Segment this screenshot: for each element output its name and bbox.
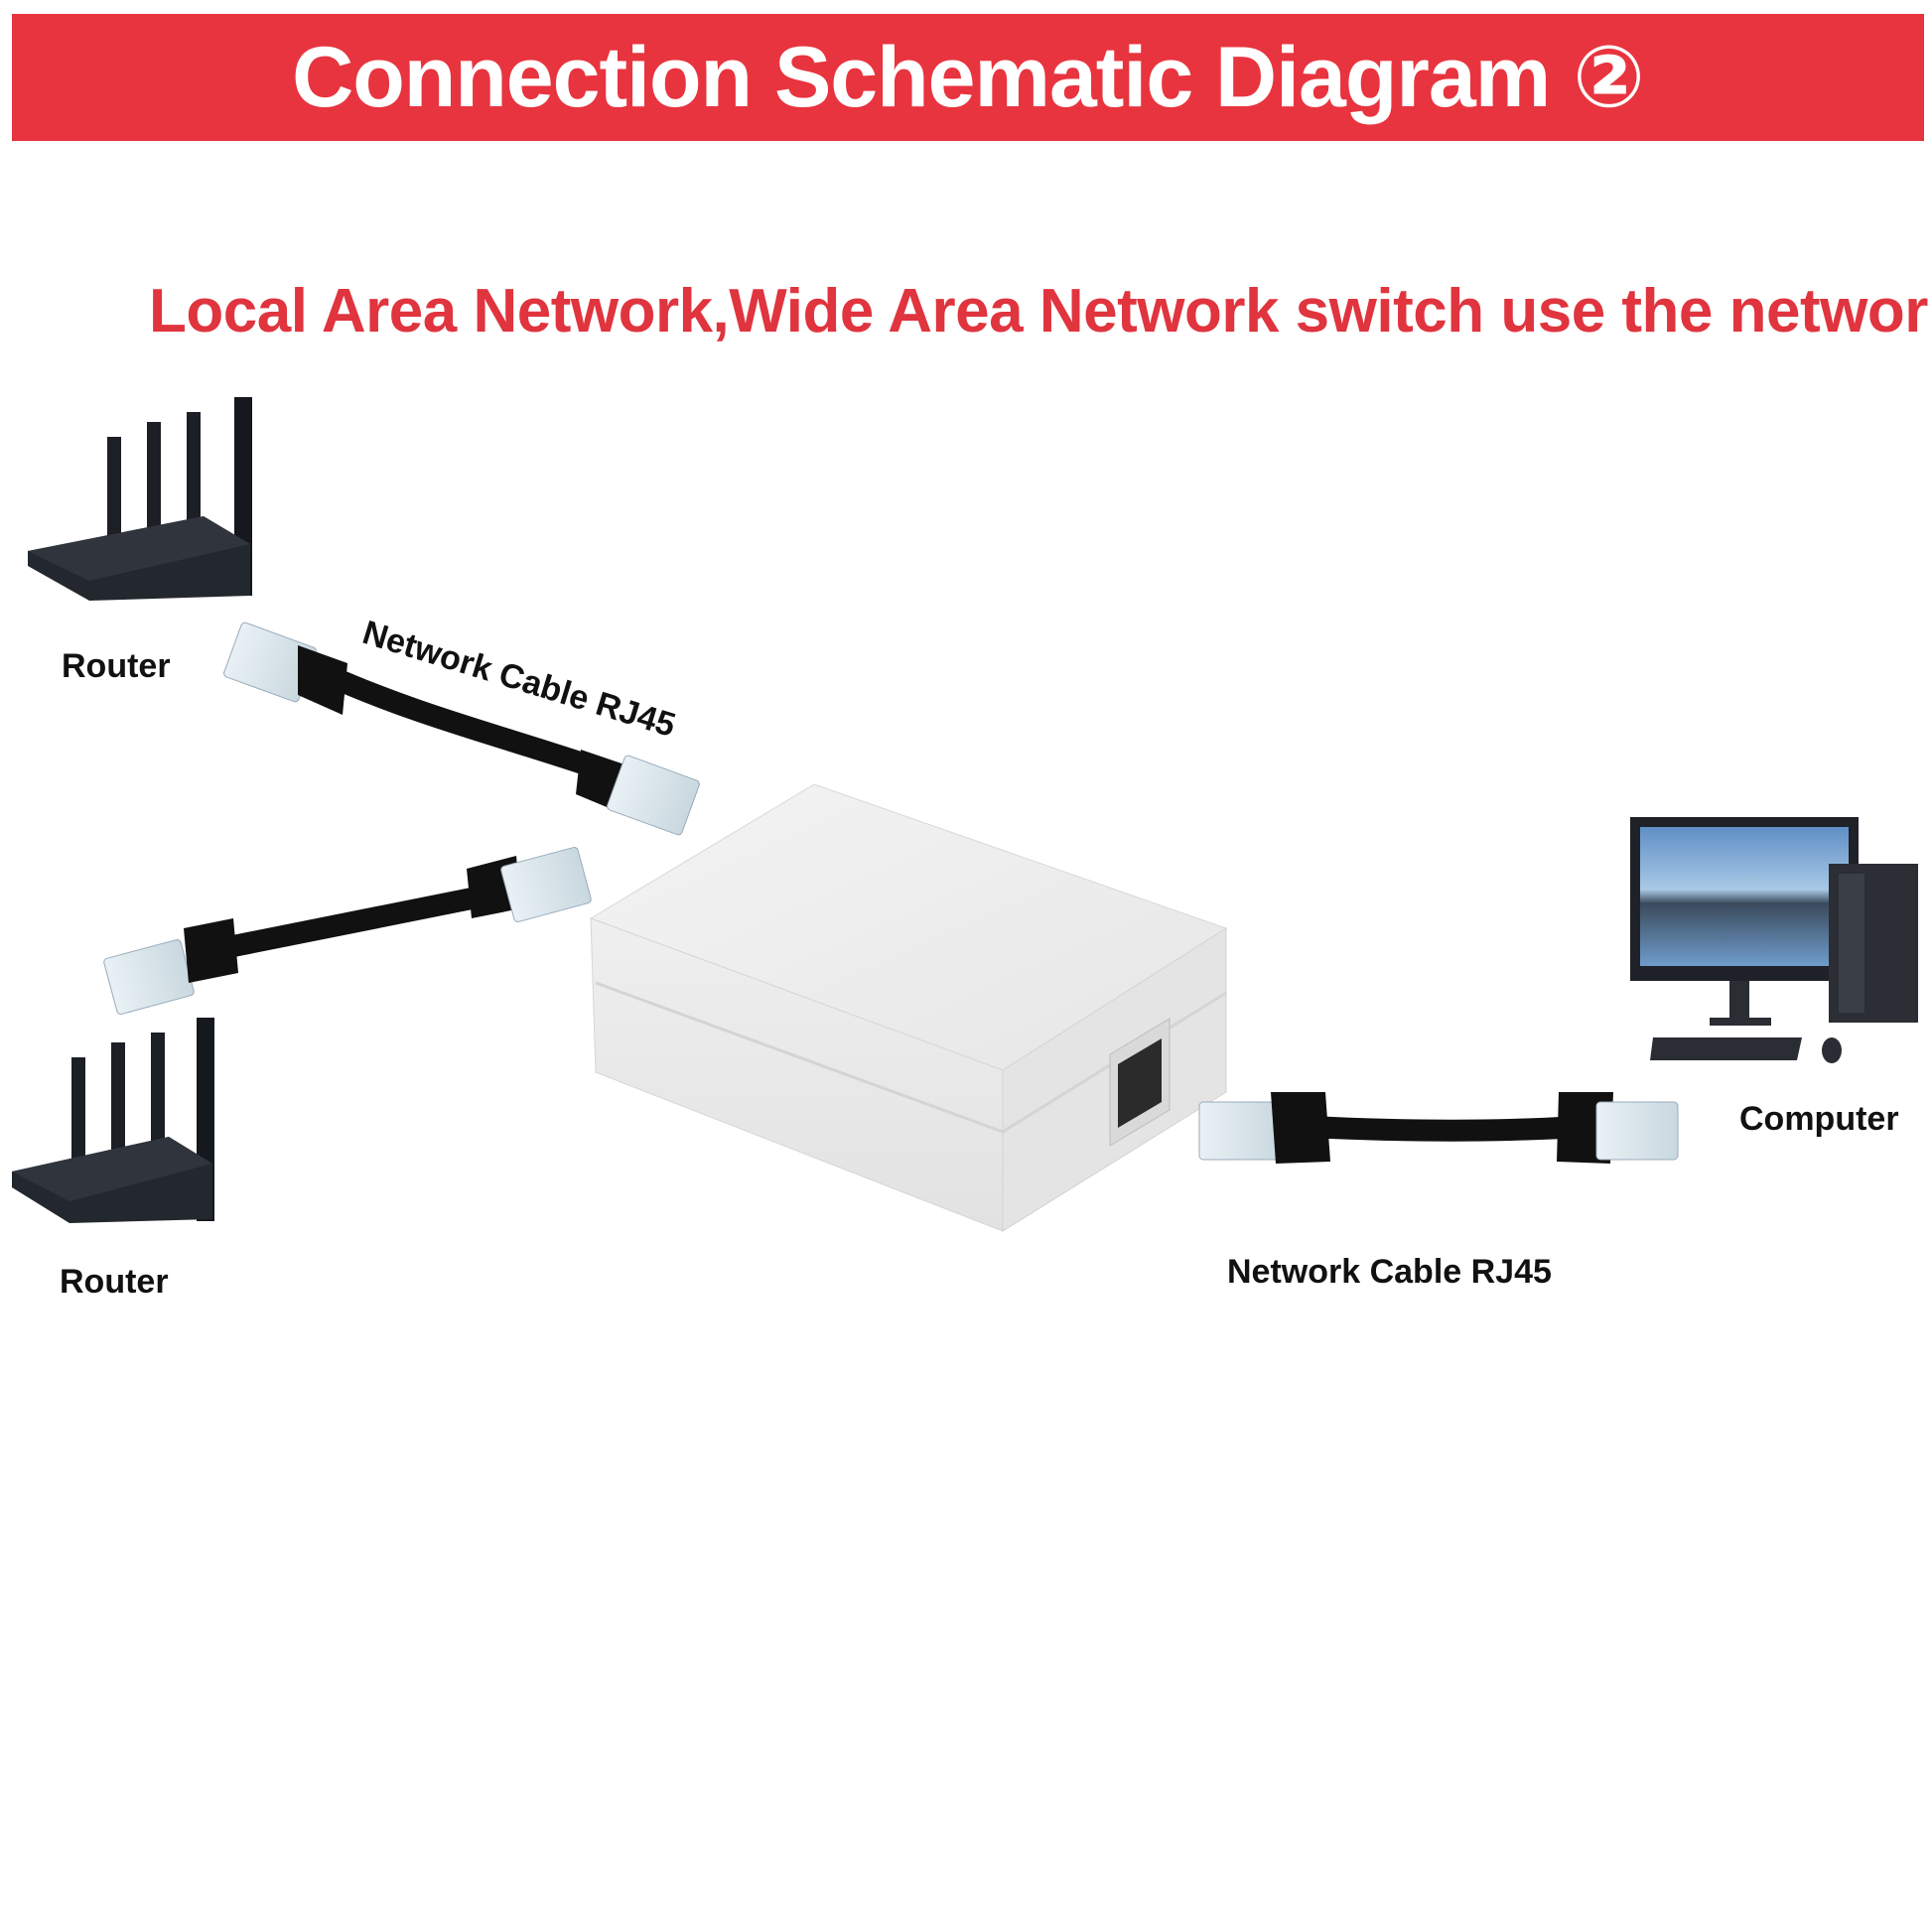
diagram-title: Connection Schematic Diagram ② <box>292 30 1645 125</box>
router-label-top: Router <box>62 647 171 685</box>
cable-label-right: Network Cable RJ45 <box>1227 1253 1552 1291</box>
computer-label: Computer <box>1739 1100 1899 1138</box>
diagram-subtitle: Local Area Network,Wide Area Network swi… <box>149 277 1932 345</box>
rj45-cable-icon-middle <box>103 847 592 1015</box>
router-label-bottom: Router <box>60 1263 169 1301</box>
title-banner: Connection Schematic Diagram ② <box>12 14 1924 141</box>
network-switch-box-icon <box>589 783 1228 1232</box>
router-icon-top <box>28 397 252 601</box>
router-icon-bottom <box>12 1018 214 1223</box>
rj45-cable-icon-top <box>223 621 700 836</box>
rj45-cable-icon-right <box>1198 1092 1679 1164</box>
computer-icon <box>1630 817 1918 1063</box>
